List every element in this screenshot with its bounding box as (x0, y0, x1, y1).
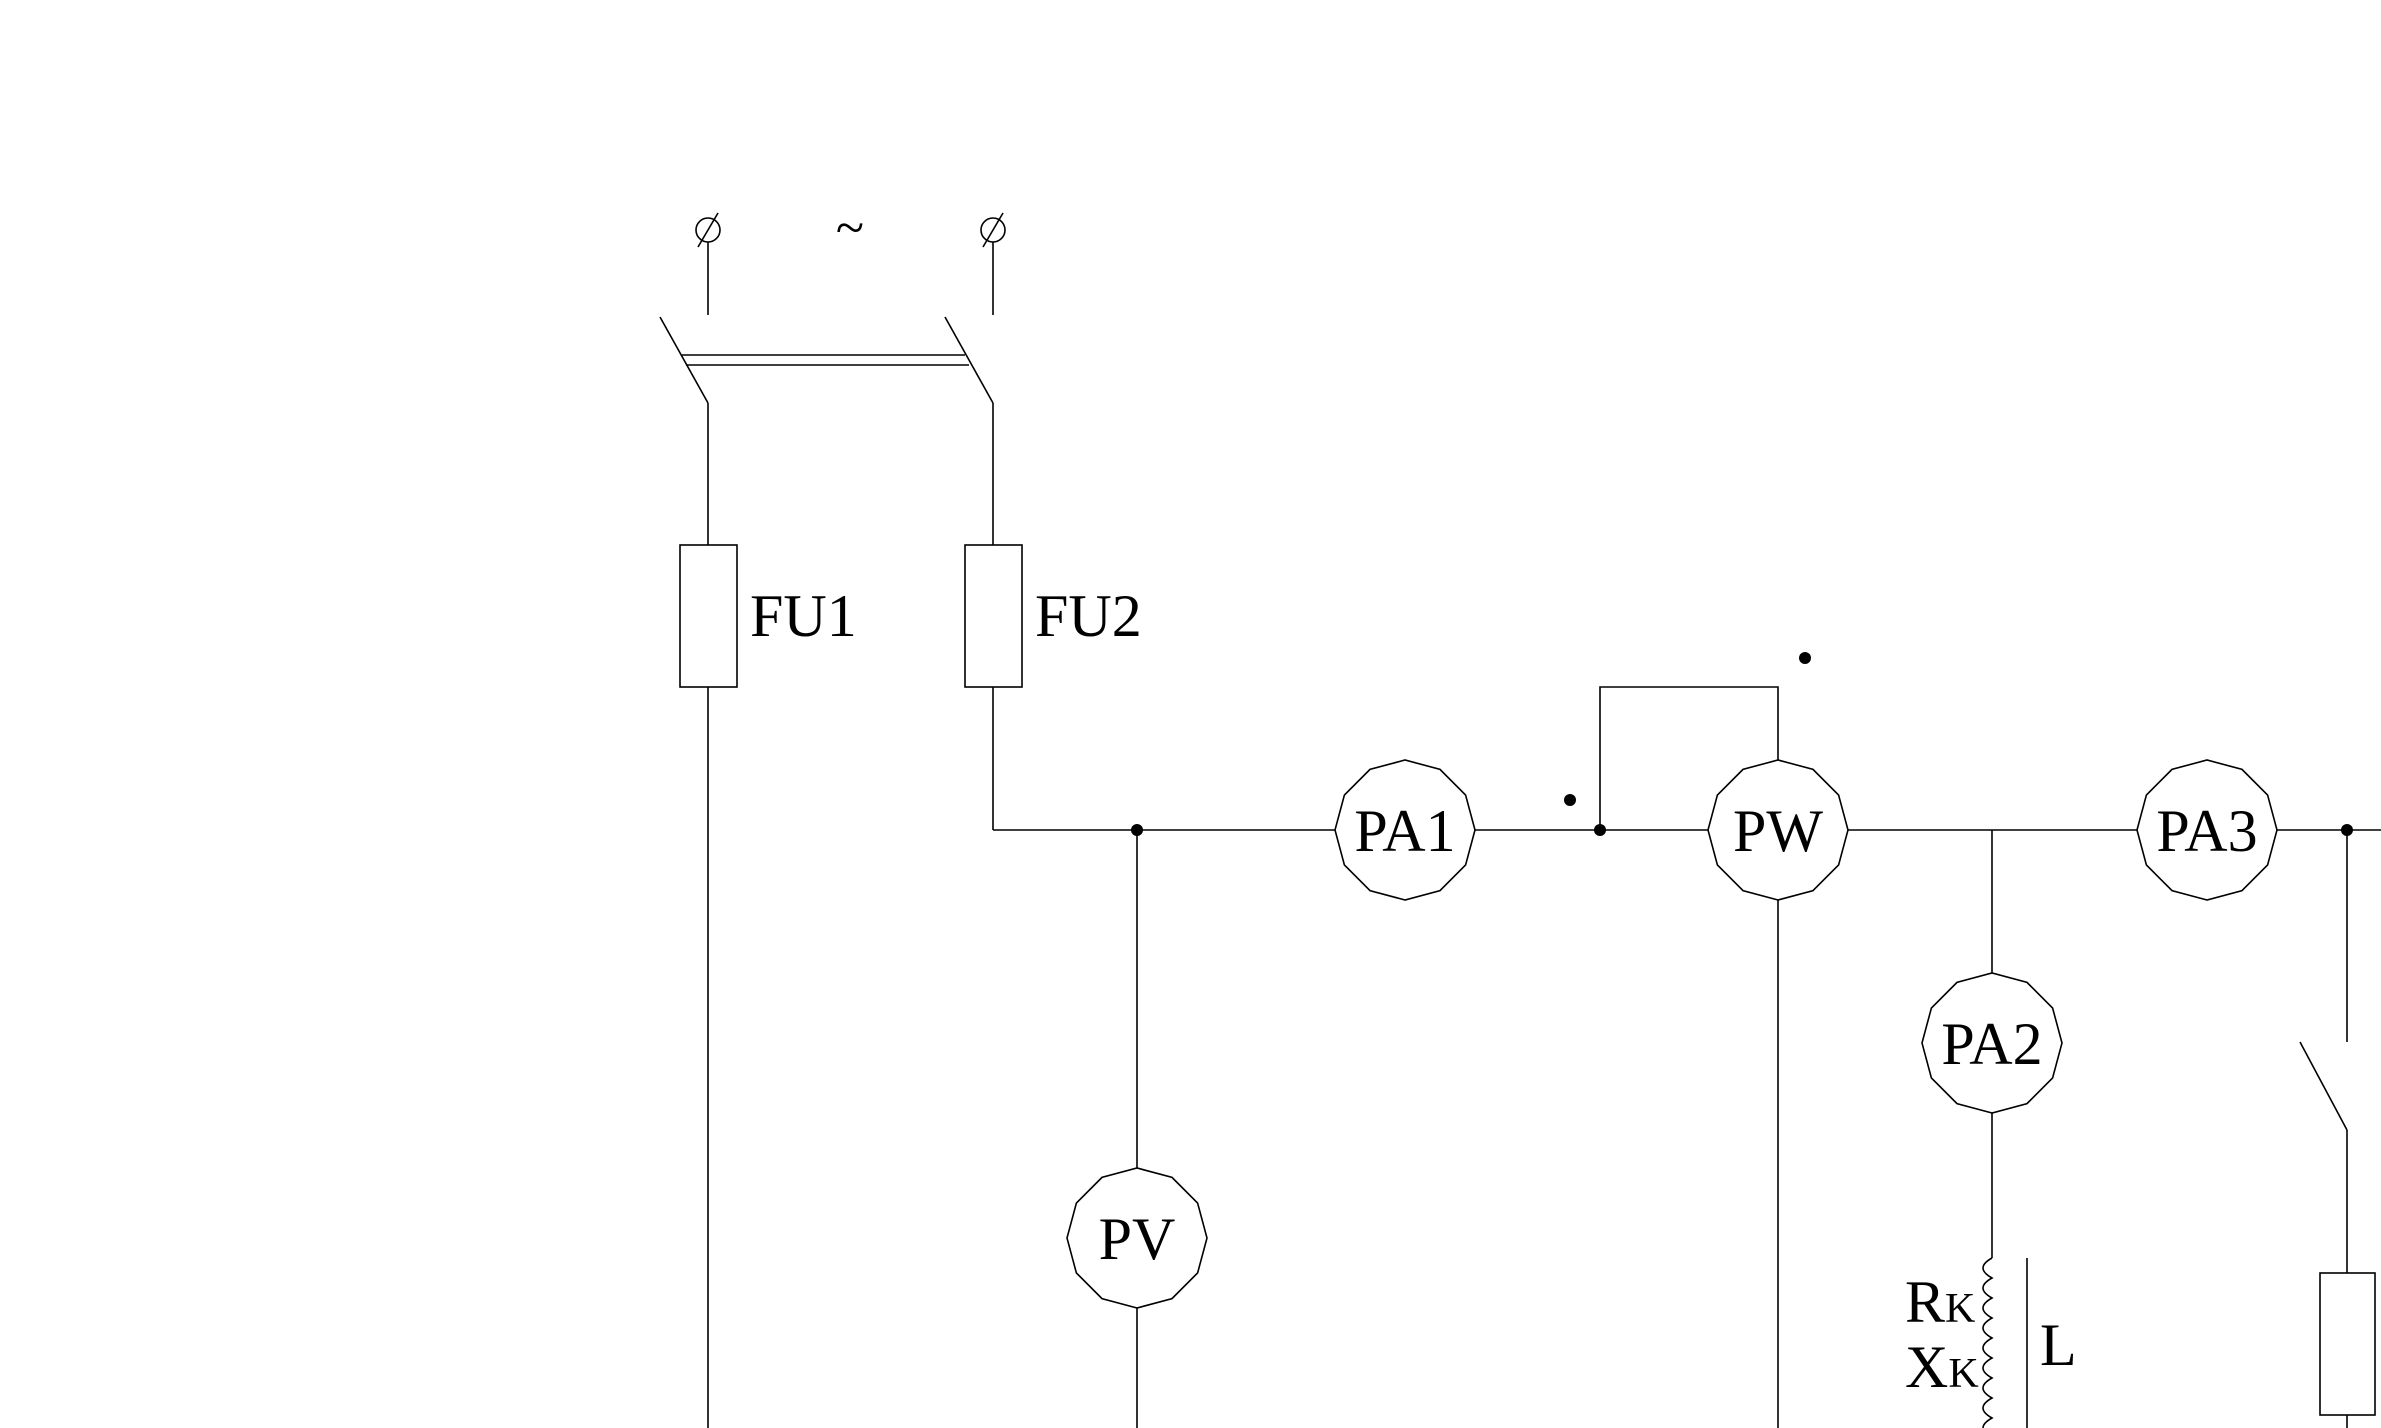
supply-terminal-right (980, 212, 1006, 315)
meter-pa3-label: PA3 (2156, 798, 2257, 864)
fuse-fu1-label: FU1 (750, 583, 857, 649)
meter-pa2-label: PA2 (1941, 1011, 2042, 1077)
fuse-fu2-label: FU2 (1035, 583, 1142, 649)
wattmeter-voltage-loop (1599, 686, 1779, 830)
fuse-fu1 (679, 544, 738, 688)
meter-pv-label: PV (1099, 1206, 1176, 1272)
coil-inductor (1982, 1257, 1994, 1428)
meter-pw: PW (1707, 759, 1849, 901)
meter-pa2: PA2 (1921, 972, 2063, 1114)
junction-node (1131, 824, 1143, 836)
fuse-fu2 (964, 544, 1023, 688)
meter-pw-label: PW (1733, 798, 1823, 864)
coil-r-label: RK (1905, 1269, 1975, 1335)
load-resistor (2319, 1272, 2376, 1416)
coil-l-label: L (2040, 1312, 2077, 1378)
junction-node (1594, 824, 1606, 836)
ac-symbol: ~ (836, 200, 864, 257)
polarity-mark (1564, 794, 1576, 806)
meter-pa3: PA3 (2136, 759, 2278, 901)
meter-pa1-label: PA1 (1354, 798, 1455, 864)
load-switch (2299, 1041, 2348, 1131)
polarity-mark (1799, 652, 1811, 664)
coil-x-label: XK (1905, 1334, 1979, 1400)
meter-pv: PV (1066, 1167, 1208, 1309)
supply-terminal-left (695, 212, 721, 315)
meter-pa1: PA1 (1334, 759, 1476, 901)
main-switch (659, 316, 994, 404)
